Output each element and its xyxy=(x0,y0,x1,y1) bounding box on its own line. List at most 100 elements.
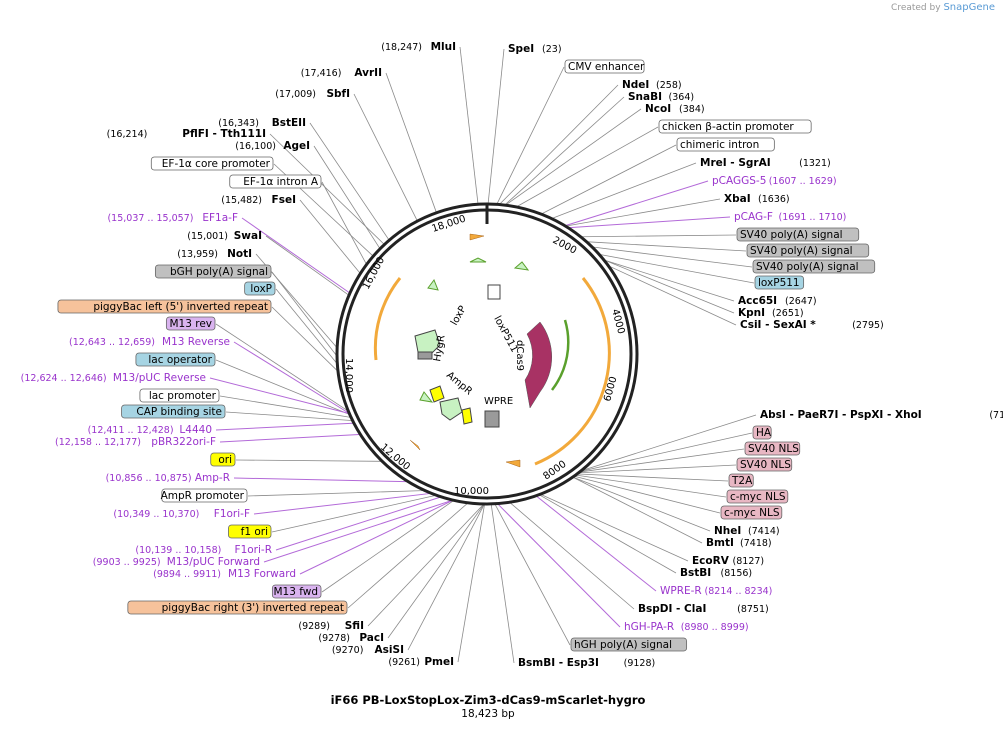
wpre-label: WPRE xyxy=(484,396,513,407)
ampr-inner-label: AmpR xyxy=(444,370,474,398)
label-text: BstEII xyxy=(272,117,306,129)
enzyme-site[interactable]: MluI(18,247) xyxy=(381,41,456,53)
enzyme-site[interactable]: SwaI(15,001) xyxy=(187,230,262,242)
feature-label[interactable]: chicken β-actin promoter xyxy=(658,119,812,134)
primer-label[interactable]: pBR322ori-F(12,158 .. 12,177) xyxy=(55,436,216,448)
feature-label[interactable]: piggyBac right (3') inverted repeat xyxy=(127,600,348,615)
primer-label[interactable]: M13 Reverse(12,643 .. 12,659) xyxy=(69,336,230,348)
enzyme-site[interactable]: SfiI(9289) xyxy=(298,620,364,632)
enzyme-site[interactable]: XbaI(1636) xyxy=(724,193,790,205)
feature-label[interactable]: lac promoter xyxy=(139,388,220,403)
primer-label[interactable]: EF1a-F(15,037 .. 15,057) xyxy=(107,212,238,224)
leader-line xyxy=(578,473,729,482)
enzyme-site[interactable]: EcoRV(8127) xyxy=(692,555,764,567)
snapgene-logo: SnapGene xyxy=(943,2,995,13)
feature-label[interactable]: c-myc NLS xyxy=(720,505,783,520)
feature-label[interactable]: CAP binding site xyxy=(121,404,226,419)
primer-label[interactable]: pCAGGS-5(1607 .. 1629) xyxy=(712,175,837,187)
position-text: (13,959) xyxy=(177,249,218,260)
enzyme-site[interactable]: KpnI(2651) xyxy=(738,307,804,319)
feature-label[interactable]: M13 fwd xyxy=(271,584,322,599)
enzyme-site[interactable]: PflFI - Tth111I(16,214) xyxy=(107,128,266,140)
enzyme-site[interactable]: SnaBI(364) xyxy=(628,91,694,103)
leader-line xyxy=(385,72,437,212)
primer-label[interactable]: M13/pUC Reverse(12,624 .. 12,646) xyxy=(21,372,206,384)
label-text: EF-1α core promoter xyxy=(162,158,271,170)
feature-label[interactable]: c-myc NLS xyxy=(726,489,789,504)
feature-label[interactable]: M13 rev xyxy=(165,316,216,331)
feature-label[interactable]: SV40 NLS xyxy=(744,441,801,456)
label-text: SV40 poly(A) signal xyxy=(750,245,853,257)
position-text: (16,214) xyxy=(107,129,148,140)
label-text: SV40 NLS xyxy=(740,459,791,471)
feature-box xyxy=(744,441,801,456)
enzyme-site[interactable]: FseI(15,482) xyxy=(221,194,296,206)
feature-label[interactable]: SV40 poly(A) signal xyxy=(746,243,870,258)
primer-label[interactable]: M13 Forward(9894 .. 9911) xyxy=(153,568,296,580)
tick-label: 18,000 xyxy=(431,214,468,235)
enzyme-site[interactable]: BspDI - ClaI(8751) xyxy=(638,603,769,615)
enzyme-site[interactable]: NheI(7414) xyxy=(714,525,780,537)
primer-label[interactable]: Amp-R(10,856 .. 10,875) xyxy=(106,472,230,484)
leader-line xyxy=(313,145,380,249)
leader-line xyxy=(407,504,485,651)
enzyme-site[interactable]: AgeI(16,100) xyxy=(235,140,310,152)
feature-label[interactable]: AmpR promoter xyxy=(161,488,248,503)
tick-label: 6000 xyxy=(602,375,619,402)
leader-line xyxy=(580,464,737,474)
enzyme-site[interactable]: NdeI(258) xyxy=(622,79,682,91)
feature-label[interactable]: f1 ori xyxy=(228,524,272,539)
enzyme-site[interactable]: AvrII(17,416) xyxy=(301,67,382,79)
feature-label[interactable]: lac operator xyxy=(135,352,216,367)
feature-label[interactable]: chimeric intron xyxy=(676,137,775,152)
enzyme-site[interactable]: CsiI - SexAI *(2795) xyxy=(740,319,884,331)
leader-line xyxy=(605,260,735,302)
enzyme-site[interactable]: BmtI(7418) xyxy=(706,537,772,549)
enzyme-site[interactable]: BstEII(16,343) xyxy=(218,117,306,129)
feature-label[interactable]: T2A xyxy=(728,473,754,488)
primer-label[interactable]: hGH-PA-R(8980 .. 8999) xyxy=(624,621,749,633)
primer-label[interactable]: pCAG-F(1691 .. 1710) xyxy=(734,211,846,223)
enzyme-site[interactable]: AbsI - PaeR7I - PspXI - XhoI(7175) xyxy=(760,409,1003,421)
primer-label[interactable]: M13/pUC Forward(9903 .. 9925) xyxy=(93,556,260,568)
feature-label[interactable]: EF-1α intron A xyxy=(229,174,322,189)
enzyme-site[interactable]: AsiSI(9270) xyxy=(332,644,404,656)
enzyme-site[interactable]: SbfI(17,009) xyxy=(275,88,350,100)
primer-label[interactable]: F1ori-R(10,139 .. 10,158) xyxy=(135,544,272,556)
enzyme-site[interactable]: Acc65I(2647) xyxy=(738,295,817,307)
feature-label[interactable]: SV40 NLS xyxy=(736,457,793,472)
feature-label[interactable]: piggyBac left (5') inverted repeat xyxy=(57,299,272,314)
feature-label[interactable]: ori xyxy=(210,452,236,467)
feature-label[interactable]: bGH poly(A) signal xyxy=(154,264,272,279)
primer-label[interactable]: L4440(12,411 .. 12,428) xyxy=(88,424,212,436)
feature-label[interactable]: SV40 poly(A) signal xyxy=(736,227,860,242)
leader-line xyxy=(581,448,745,473)
enzyme-site[interactable]: MreI - SgrAI(1321) xyxy=(700,157,831,169)
enzyme-site[interactable]: BstBI(8156) xyxy=(680,567,752,579)
feature-label[interactable]: loxP511 xyxy=(754,275,805,290)
enzyme-site[interactable]: SpeI(23) xyxy=(508,43,562,55)
position-text: (15,001) xyxy=(187,231,228,242)
feature-label[interactable]: SV40 poly(A) signal xyxy=(752,259,876,274)
position-text: (2795) xyxy=(852,320,884,331)
enzyme-site[interactable]: BsmBI - Esp3I(9128) xyxy=(518,657,655,669)
enzyme-site[interactable]: NotI(13,959) xyxy=(177,248,252,260)
feature-label[interactable]: hGH poly(A) signal xyxy=(570,637,688,652)
direction-arrows xyxy=(409,233,521,468)
feature-arc-ef1a xyxy=(373,277,402,361)
feature-label[interactable]: CMV enhancer xyxy=(564,59,645,74)
label-text: lac promoter xyxy=(149,390,217,402)
leader-line xyxy=(215,323,348,411)
enzyme-site[interactable]: NcoI(384) xyxy=(645,103,705,115)
primer-label[interactable]: WPRE-R(8214 .. 8234) xyxy=(660,585,772,597)
enzyme-site[interactable]: PacI(9278) xyxy=(318,632,384,644)
feature-label[interactable]: loxP xyxy=(244,281,276,296)
green-cds-arc xyxy=(551,319,570,391)
label-text: pBR322ori-F xyxy=(151,436,216,448)
feature-label[interactable]: HA xyxy=(752,425,772,440)
primer-label[interactable]: F1ori-F(10,349 .. 10,370) xyxy=(113,508,250,520)
feature-box xyxy=(726,489,789,504)
feature-label[interactable]: EF-1α core promoter xyxy=(150,156,274,171)
position-text: (1321) xyxy=(799,158,831,169)
enzyme-site[interactable]: PmeI(9261) xyxy=(388,656,454,668)
